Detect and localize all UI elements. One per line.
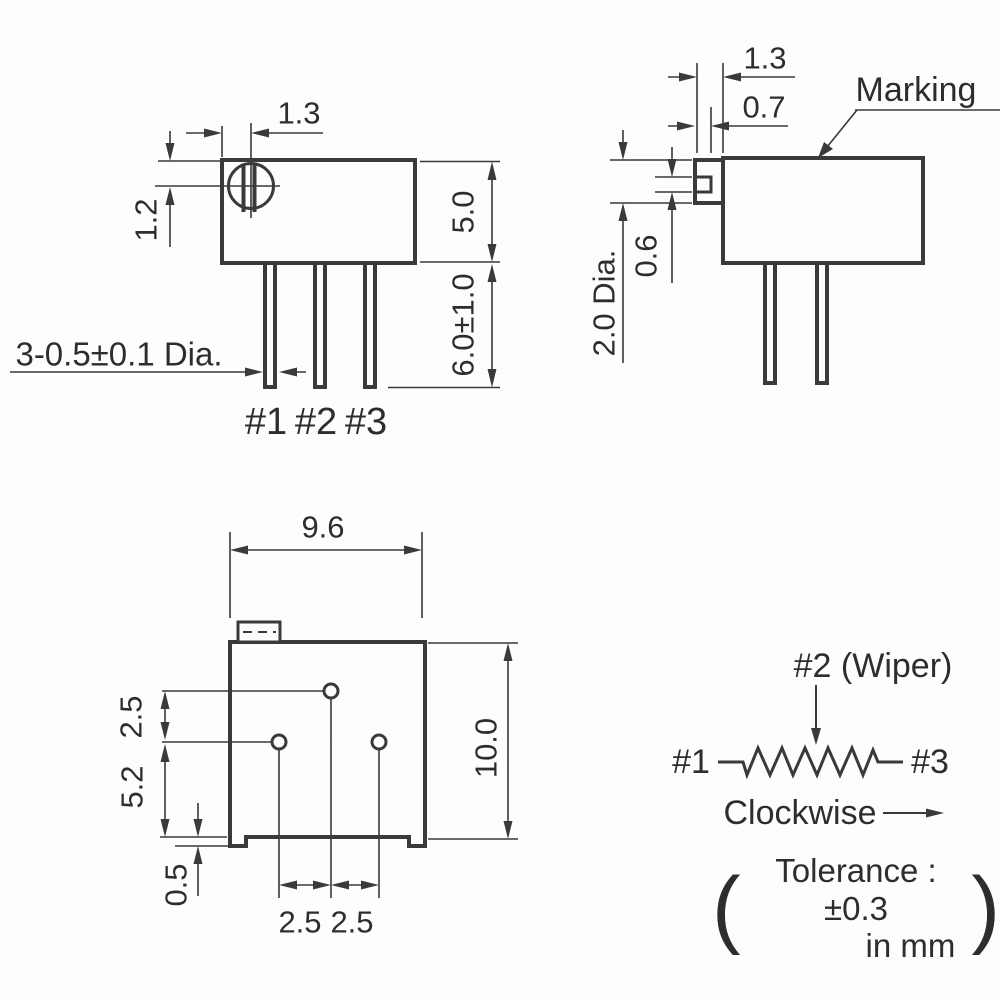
side-dim-shaft-diameter-lines — [610, 130, 692, 363]
front-dim-body-height: 5.0 — [445, 190, 481, 234]
schematic-rotation-label: Clockwise — [723, 794, 877, 832]
front-dim-pin-length: 6.0±1.0 — [445, 273, 481, 377]
schematic-pin1-label: #1 — [672, 743, 710, 781]
front-dim-pin-diameter: 3-0.5±0.1 Dia. — [15, 335, 223, 373]
top-dim-depth: 10.0 — [468, 717, 504, 779]
side-dim-shaft-width-lines — [668, 63, 795, 153]
side-dim-shaft-width: 1.3 — [743, 40, 787, 76]
top-hole-leaders — [162, 690, 380, 898]
side-body-outline — [721, 156, 925, 265]
top-dim-pitch-left: 2.5 — [278, 904, 322, 940]
schematic-pin3-label: #3 — [911, 743, 949, 781]
tolerance-line1: Tolerance : ±0.3 — [775, 852, 937, 927]
marking-leader — [818, 109, 1000, 158]
tolerance-line2: in mm — [865, 927, 956, 964]
top-hole-pin3 — [370, 733, 388, 751]
side-dim-slot-depth-lines — [668, 107, 788, 153]
front-dim-right-lines — [388, 160, 500, 389]
top-dim-depth-lines — [428, 642, 518, 840]
marking-label: Marking — [855, 71, 977, 109]
tolerance-paren-close: ) — [971, 860, 1000, 956]
front-dim-screw-vertical: 1.2 — [128, 198, 164, 242]
top-dim-row-height: 5.2 — [114, 765, 150, 809]
side-dim-slot-depth: 0.7 — [742, 89, 786, 125]
front-dim-screw-offset-lines — [158, 126, 323, 162]
front-pin-3 — [363, 261, 377, 389]
wiper-arrowhead — [811, 728, 821, 745]
front-pin-label-2: #2 — [294, 401, 338, 443]
top-dim-width-lines — [229, 532, 423, 618]
side-dim-slot-height-lines — [655, 147, 692, 283]
top-hole-pin2 — [322, 682, 340, 700]
top-hole-pin1 — [270, 733, 288, 751]
top-dim-row-offset: 2.5 — [113, 695, 149, 739]
top-view — [160, 532, 518, 898]
side-pin-front — [763, 261, 777, 385]
tolerance-paren-open: ( — [712, 860, 741, 956]
resistor-zigzag — [718, 744, 903, 780]
front-pin-label-3: #3 — [344, 401, 388, 443]
schematic-wiper-label: #2 (Wiper) — [793, 647, 953, 685]
top-body-outline — [228, 640, 427, 848]
schematic-symbol — [718, 685, 944, 818]
side-shaft-slot — [696, 175, 713, 194]
screw-centerlines — [155, 123, 280, 218]
screw-slot-lines — [241, 164, 257, 212]
top-dim-pitch-lines — [279, 880, 379, 890]
front-pin-label-1: #1 — [244, 401, 288, 443]
top-dim-standoff: 0.5 — [158, 863, 194, 907]
front-pin-1 — [263, 261, 277, 389]
clockwise-arrowhead — [926, 808, 944, 818]
front-dim-screw-vertical-lines — [165, 131, 175, 247]
side-view — [610, 63, 1000, 385]
side-dim-slot-height: 0.6 — [628, 234, 664, 278]
top-dim-width: 9.6 — [301, 509, 345, 545]
front-view — [10, 123, 500, 389]
top-dim-pitch-right: 2.5 — [330, 904, 374, 940]
side-shaft-outline — [693, 158, 725, 205]
top-dim-standoff-lines — [160, 803, 233, 896]
top-dim-row-height-lines — [160, 744, 170, 837]
side-pin-rear — [815, 261, 829, 385]
tolerance-note: ( Tolerance : ±0.3 in mm ) — [712, 852, 1000, 964]
side-dim-shaft-diameter: 2.0 Dia. — [586, 249, 622, 357]
front-dim-screw-offset: 1.3 — [277, 95, 321, 131]
top-dim-row-offset-lines — [160, 691, 170, 740]
front-dim-pin-diameter-lines — [10, 367, 306, 377]
front-pin-2 — [313, 261, 327, 389]
